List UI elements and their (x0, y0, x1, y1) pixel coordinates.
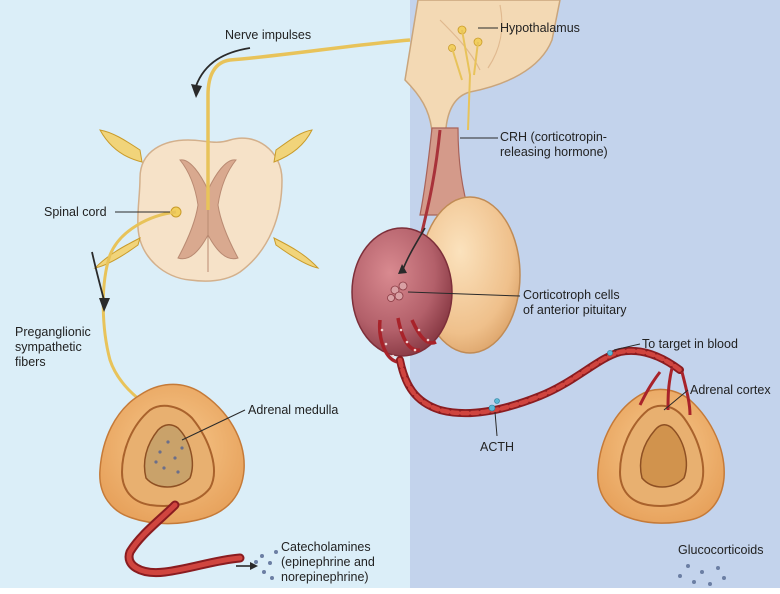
bottom-strip (0, 588, 780, 594)
label-preganglionic-fibers: Preganglionic sympathetic fibers (15, 325, 91, 370)
label-hypothalamus: Hypothalamus (500, 21, 580, 36)
label-nerve-impulses: Nerve impulses (225, 28, 311, 43)
label-acth: ACTH (480, 440, 514, 455)
label-glucocorticoids: Glucocorticoids (678, 543, 763, 558)
label-adrenal-medulla: Adrenal medulla (248, 403, 338, 418)
label-spinal-cord: Spinal cord (44, 205, 107, 220)
label-corticotroph-cells: Corticotroph cells of anterior pituitary (523, 288, 627, 318)
label-adrenal-cortex: Adrenal cortex (690, 383, 771, 398)
label-catecholamines: Catecholamines (epinephrine and norepine… (281, 540, 375, 585)
label-to-target-in-blood: To target in blood (642, 337, 738, 352)
label-crh: CRH (corticotropin- releasing hormone) (500, 130, 608, 160)
